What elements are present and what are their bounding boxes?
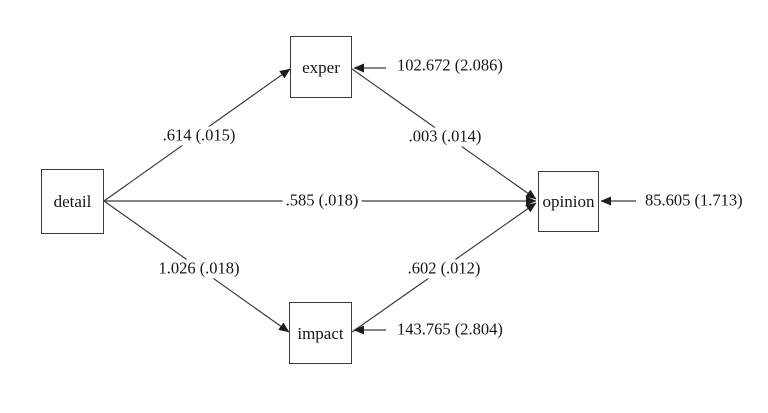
- node-exper: exper: [290, 36, 352, 98]
- node-exper-label: exper: [302, 57, 340, 77]
- coefficient-detail-opinion: .585 (.018): [282, 191, 362, 211]
- coefficient-impact-opinion: .602 (.012): [404, 259, 484, 279]
- variance-impact: 143.765 (2.804): [397, 319, 503, 339]
- node-opinion-label: opinion: [542, 192, 595, 211]
- node-impact-label: impact: [297, 323, 344, 343]
- coefficient-detail-impact: 1.026 (.018): [155, 259, 243, 279]
- node-impact: impact: [289, 302, 352, 364]
- coefficient-detail-exper: .614 (.015): [159, 126, 239, 146]
- variance-exper: 102.672 (2.086): [397, 55, 503, 75]
- node-detail: detail: [41, 169, 104, 234]
- node-opinion: opinion: [538, 171, 599, 232]
- variance-opinion: 85.605 (1.713): [645, 190, 743, 210]
- coefficient-exper-opinion: .003 (.014): [405, 127, 485, 147]
- node-detail-label: detail: [53, 192, 92, 211]
